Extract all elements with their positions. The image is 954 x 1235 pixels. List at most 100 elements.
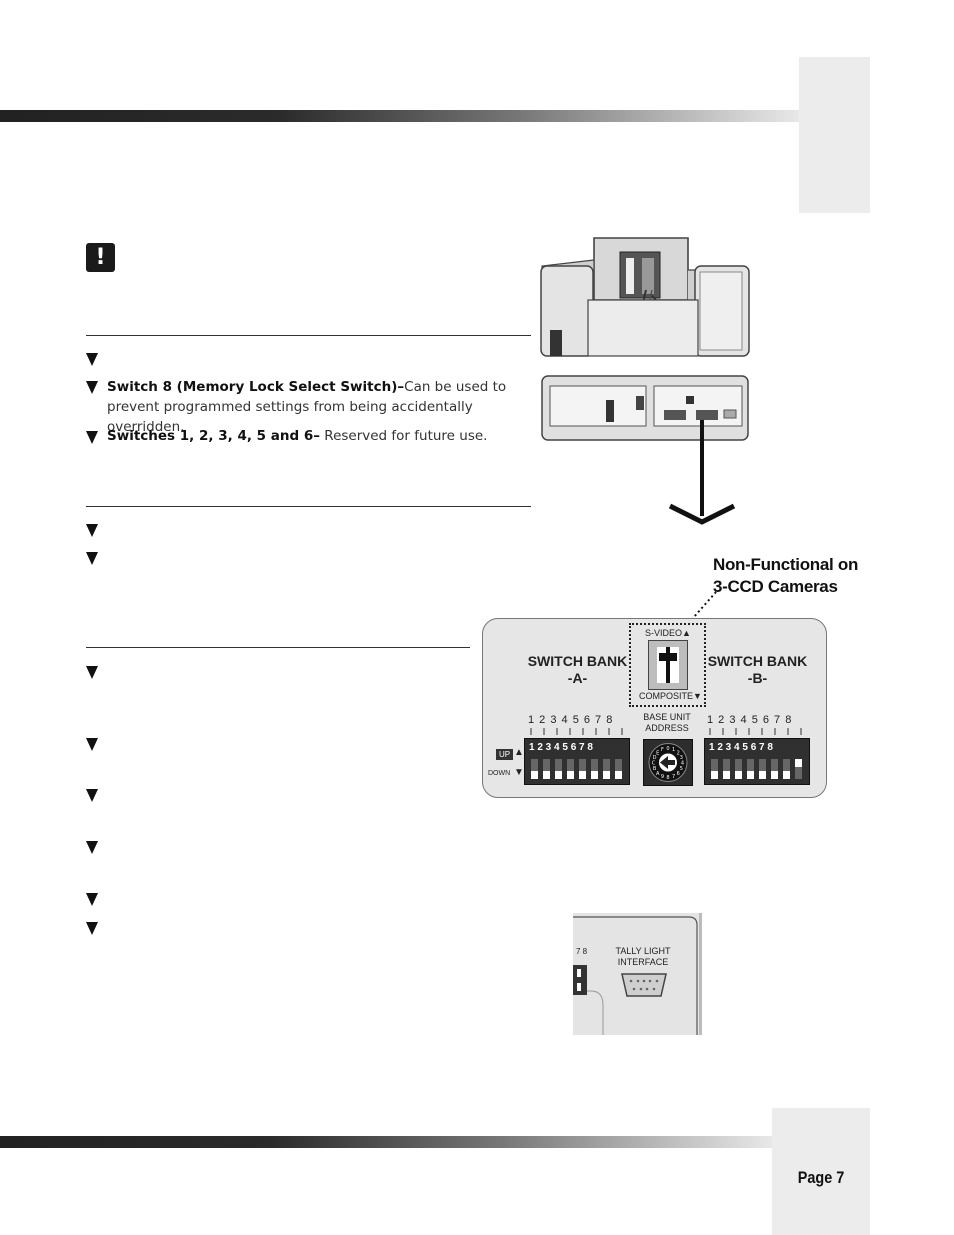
bullet-triangle-icon (86, 738, 98, 751)
dip-a-labels: 1 2 3 4 5 6 7 8 (529, 742, 593, 753)
bullet-text: Can be used to prevent programmed settin… (107, 379, 507, 435)
address-line-2: ADDRESS (645, 723, 689, 733)
bank-a-ticks (530, 728, 623, 735)
svideo-label: S-VIDEO▲ (645, 628, 691, 638)
bullet-triangle-icon (86, 893, 98, 906)
dip-switch-bank-b[interactable]: 1 2 3 4 5 6 7 8 (704, 738, 810, 785)
dip-a-switch[interactable] (555, 759, 562, 779)
side-tab-top (799, 57, 870, 213)
side-tab-bottom (772, 1108, 870, 1235)
rotary-digit: C (652, 761, 656, 767)
dip-b-switch[interactable] (795, 759, 802, 779)
dip-b-switch[interactable] (723, 759, 730, 779)
bullet-bold-label: Switches 1, 2, 3, 4, 5 and 6– (107, 428, 320, 444)
switch-bank-b-line1: SWITCH BANK (707, 653, 808, 669)
switch-bank-a-title: SWITCH BANK -A- (520, 653, 635, 687)
annotation-line-2: 3-CCD Cameras (713, 577, 838, 596)
dip-b-labels: 1 2 3 4 5 6 7 8 (709, 742, 773, 753)
dip-b-switch[interactable] (747, 759, 754, 779)
composite-label: COMPOSITE▼ (639, 691, 702, 701)
bullet-switches-1-6: Switches 1, 2, 3, 4, 5 and 6– Reserved f… (107, 426, 537, 446)
down-arrow-icon: ▼ (514, 767, 524, 778)
rotary-digit: E (656, 750, 659, 756)
dip-a-switch[interactable] (531, 759, 538, 779)
down-label: DOWN (488, 770, 511, 777)
rotary-digit: 4 (681, 761, 684, 767)
dip-a-switch[interactable] (567, 759, 574, 779)
tally-line-1: TALLY LIGHT (615, 946, 671, 956)
rotary-digit: 3 (680, 755, 683, 761)
dip-switch-bank-a[interactable]: 1 2 3 4 5 6 7 8 (524, 738, 630, 785)
bullet-triangle-icon (86, 922, 98, 935)
section-rule-3 (86, 647, 470, 648)
rotary-digit: 8 (666, 775, 669, 781)
non-functional-annotation: Non-Functional on 3-CCD Cameras (713, 554, 858, 598)
svideo-text: S-VIDEO (645, 628, 683, 638)
page-number: Page 7 (797, 1168, 845, 1187)
up-arrow-icon: ▲ (514, 747, 524, 758)
bank-a-numbers: 1 2 3 4 5 6 7 8 (528, 714, 613, 726)
dip-a-switch[interactable] (591, 759, 598, 779)
db9-connector-icon[interactable] (619, 971, 669, 999)
bullet-triangle-icon (86, 666, 98, 679)
camera-base-illustration (540, 237, 750, 525)
tally-light-crop: 7 8 TALLY LIGHT INTERFACE (573, 913, 702, 1035)
bullet-triangle-icon (86, 431, 98, 444)
dip-a-switch[interactable] (615, 759, 622, 779)
base-unit-address-label: BASE UNIT ADDRESS (636, 712, 698, 734)
tally-light-label: TALLY LIGHT INTERFACE (613, 946, 673, 968)
dip-b-switch[interactable] (735, 759, 742, 779)
warning-icon: ! (86, 243, 115, 272)
dip-a-switch[interactable] (543, 759, 550, 779)
bullet-triangle-icon (86, 524, 98, 537)
switch-bank-a-line1: SWITCH BANK (527, 653, 628, 669)
bullet-text: Reserved for future use. (320, 428, 488, 444)
rotary-digit: F (661, 747, 664, 753)
switch-bank-b-title: SWITCH BANK -B- (700, 653, 815, 687)
up-label: UP (496, 749, 514, 760)
rotary-digit: D (653, 755, 657, 761)
bullet-triangle-icon (86, 789, 98, 802)
rotary-digit: 1 (672, 747, 675, 753)
bank-b-ticks (709, 728, 802, 735)
bullet-triangle-icon (86, 841, 98, 854)
switch-bank-a-line2: -A- (567, 670, 588, 686)
dip-a-switch[interactable] (603, 759, 610, 779)
dip-b-switch[interactable] (771, 759, 778, 779)
video-select-switch[interactable] (648, 640, 688, 690)
rotary-digit: A (656, 771, 660, 777)
section-rule-2 (86, 506, 531, 507)
bullet-bold-label: Switch 8 (Memory Lock Select Switch)– (107, 379, 405, 395)
bullet-triangle-icon (86, 353, 98, 366)
bank-b-numbers: 1 2 3 4 5 6 7 8 (707, 714, 792, 726)
rotary-digit: 7 (672, 774, 675, 780)
bullet-triangle-icon (86, 381, 98, 394)
rotary-digit: B (653, 766, 657, 772)
tally-line-2: INTERFACE (617, 957, 669, 967)
video-switch-knob (659, 653, 677, 661)
tally-panel-outline (573, 913, 702, 1035)
rotary-digit: 5 (680, 766, 683, 772)
video-switch-track (666, 647, 670, 683)
rotary-digit: 0 (666, 746, 669, 752)
rotary-digit: 9 (661, 774, 664, 780)
rotary-digit: 2 (677, 750, 680, 756)
dip-b-switch[interactable] (759, 759, 766, 779)
rotary-digit: 6 (677, 771, 680, 777)
switch-bank-b-line2: -B- (747, 670, 768, 686)
dip-b-switch[interactable] (783, 759, 790, 779)
bullet-switch-8: Switch 8 (Memory Lock Select Switch)–Can… (107, 377, 537, 437)
footer-gradient-bar (0, 1136, 772, 1148)
annotation-line-1: Non-Functional on (713, 555, 859, 574)
dip-b-switch[interactable] (711, 759, 718, 779)
bullet-triangle-icon (86, 552, 98, 565)
video-select-outline (629, 623, 706, 707)
header-gradient-bar (0, 110, 799, 122)
tally-bank-fragment: 7 8 (576, 947, 588, 956)
address-line-1: BASE UNIT (643, 712, 691, 722)
dip-a-switch[interactable] (579, 759, 586, 779)
composite-text: COMPOSITE (639, 691, 694, 701)
section-rule-1 (86, 335, 531, 336)
